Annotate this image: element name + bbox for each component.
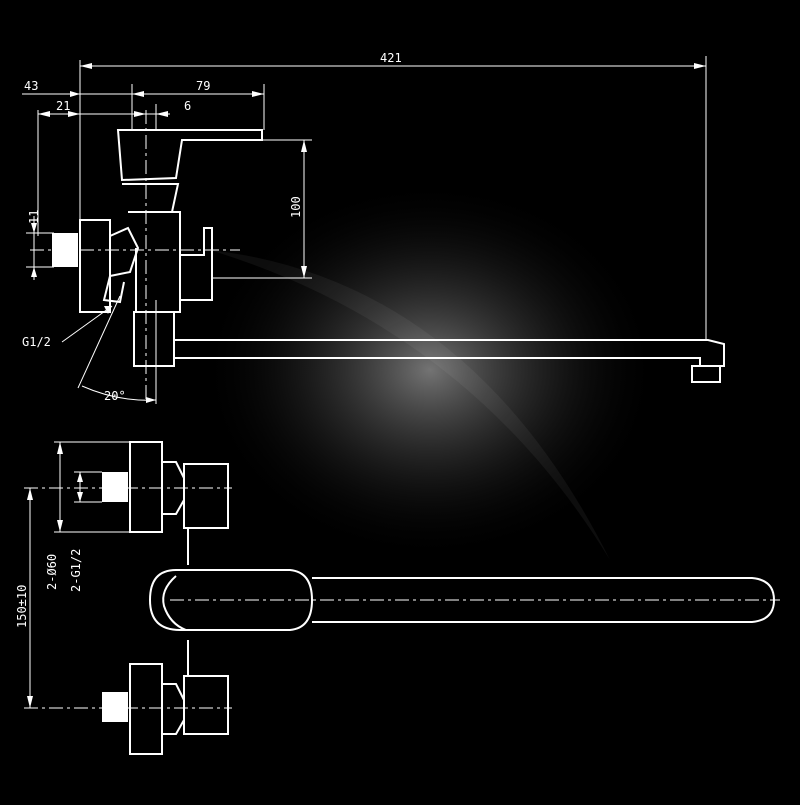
label-angle: 20° bbox=[104, 389, 126, 403]
top-handle-inner bbox=[162, 575, 187, 631]
top-handle bbox=[148, 569, 314, 631]
side-aerator bbox=[691, 365, 721, 383]
side-diverter bbox=[180, 227, 213, 301]
dim-label-150: 150±10 bbox=[15, 585, 29, 628]
top-inlet-upper bbox=[102, 472, 128, 502]
label-g12: G1/2 bbox=[22, 335, 51, 349]
dim-label-43: 43 bbox=[24, 79, 38, 93]
side-eccentric bbox=[102, 275, 125, 304]
side-cartridge bbox=[122, 183, 180, 213]
top-body-lower bbox=[183, 675, 229, 735]
angle-line bbox=[77, 295, 121, 389]
side-wall-flange bbox=[79, 219, 111, 313]
leader-g12 bbox=[61, 305, 113, 343]
dim-label-11: 11 bbox=[27, 210, 41, 224]
dim-label-60: 2-Ø60 bbox=[45, 554, 59, 590]
side-handle bbox=[116, 129, 263, 182]
dim-label-21: 21 bbox=[56, 99, 70, 113]
top-flange-lower bbox=[129, 663, 163, 755]
dim-label-g12-top: 2-G1/2 bbox=[69, 549, 83, 592]
dim-label-79: 79 bbox=[196, 79, 210, 93]
dim-label-100: 100 bbox=[289, 196, 303, 218]
side-body bbox=[128, 211, 181, 313]
dim-label-421: 421 bbox=[380, 51, 402, 65]
top-nut-lower bbox=[162, 683, 185, 735]
background-sheen bbox=[200, 180, 660, 560]
side-nut bbox=[109, 226, 140, 278]
side-lower-body bbox=[133, 311, 175, 367]
side-view: 421 43 79 21 6 100 11 bbox=[22, 51, 725, 404]
side-spout bbox=[174, 339, 725, 367]
top-inlet-lower bbox=[102, 692, 128, 722]
top-flange-upper bbox=[129, 441, 163, 533]
dim-label-6: 6 bbox=[184, 99, 191, 113]
top-body-upper bbox=[183, 463, 229, 529]
top-view: 150±10 2-Ø60 2-G1/2 bbox=[15, 441, 780, 755]
